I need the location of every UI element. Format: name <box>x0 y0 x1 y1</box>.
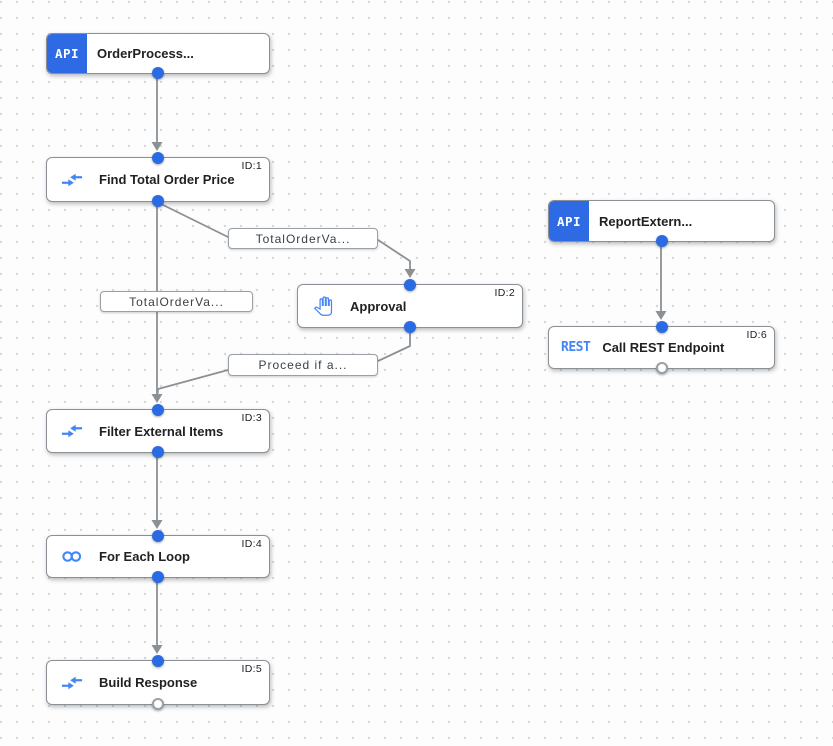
node-id-label: ID:5 <box>241 663 262 675</box>
arrowhead-icon <box>655 311 667 320</box>
input-port[interactable] <box>655 321 668 333</box>
data-mapping-icon <box>61 420 83 442</box>
node-title: ReportExtern... <box>599 213 693 229</box>
input-port[interactable] <box>152 655 164 667</box>
node-for-each-loop[interactable]: For Each Loop ID:4 <box>46 530 270 583</box>
input-port[interactable] <box>152 404 164 416</box>
arrowhead-icon <box>151 520 163 529</box>
data-mapping-icon <box>61 169 83 191</box>
node-orderprocess-trigger[interactable]: API OrderProcess... <box>46 33 270 79</box>
node-title: Find Total Order Price <box>99 172 235 187</box>
edge-reportextern-to-call-rest <box>655 242 667 320</box>
data-mapping-icon <box>61 672 83 694</box>
arrowhead-icon <box>151 645 163 654</box>
node-id-label: ID:1 <box>241 160 262 172</box>
edge-for-each-to-build-response <box>151 578 163 654</box>
edge-label-totalorderva-to-approval[interactable]: TotalOrderVa... <box>228 228 378 249</box>
node-build-response[interactable]: Build Response ID:5 <box>46 655 270 710</box>
edge-find-total-to-approval <box>156 201 416 278</box>
output-port[interactable] <box>404 321 416 333</box>
node-call-rest-endpoint[interactable]: REST Call REST Endpoint ID:6 <box>548 321 775 374</box>
infinity-icon <box>61 546 83 568</box>
api-trigger-badge-icon: API <box>549 201 589 241</box>
output-port[interactable] <box>152 571 164 583</box>
approval-hand-icon <box>312 295 334 317</box>
node-find-total-order-price[interactable]: Find Total Order Price ID:1 <box>46 152 270 207</box>
output-port[interactable] <box>152 67 164 79</box>
node-title: OrderProcess... <box>97 46 194 61</box>
edge-label-proceed-if[interactable]: Proceed if a... <box>228 354 378 376</box>
output-port[interactable] <box>655 362 668 374</box>
rest-icon: REST <box>561 340 591 355</box>
arrowhead-icon <box>404 269 416 278</box>
node-filter-external-items[interactable]: Filter External Items ID:3 <box>46 404 270 458</box>
arrowhead-icon <box>151 142 163 151</box>
node-id-label: ID:3 <box>241 412 262 424</box>
node-title: Call REST Endpoint <box>602 340 725 355</box>
node-title: Approval <box>350 298 407 314</box>
node-title: Filter External Items <box>99 423 224 439</box>
edge-orderprocess-to-find-total <box>151 74 163 151</box>
input-port[interactable] <box>152 152 164 164</box>
node-reportextern-trigger[interactable]: API ReportExtern... <box>548 200 775 247</box>
node-title: For Each Loop <box>99 549 190 564</box>
api-trigger-badge-icon: API <box>47 34 87 73</box>
input-port[interactable] <box>404 279 416 291</box>
output-port[interactable] <box>152 195 164 207</box>
node-id-label: ID:6 <box>746 329 767 341</box>
output-port[interactable] <box>152 446 164 458</box>
node-id-label: ID:4 <box>241 538 262 550</box>
output-port[interactable] <box>152 698 164 710</box>
edge-label-totalorderva-to-filter[interactable]: TotalOrderVa... <box>100 291 253 312</box>
input-port[interactable] <box>152 530 164 542</box>
node-approval[interactable]: Approval ID:2 <box>297 279 523 333</box>
edge-filter-to-for-each <box>151 453 163 529</box>
output-port[interactable] <box>655 235 668 247</box>
node-id-label: ID:2 <box>494 287 515 299</box>
node-title: Build Response <box>99 675 198 690</box>
